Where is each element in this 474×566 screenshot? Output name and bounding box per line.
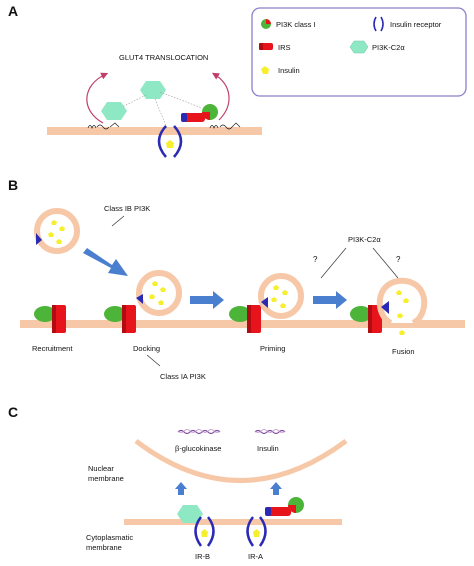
legend: PI3K class I Insulin receptor IRS PI3K-C… (251, 7, 467, 97)
priming-complex (229, 273, 304, 333)
free-vesicle (34, 208, 80, 254)
pi3k-c2a-left (101, 102, 127, 120)
membrane-b (20, 320, 465, 328)
arrow-docking-to-priming (190, 291, 224, 309)
pi3k-c2a-c (177, 505, 203, 523)
irs-pi3k-complex-c (265, 497, 304, 516)
up-arrow-left (175, 482, 187, 495)
step-fusion: Fusion (392, 347, 415, 356)
cyto-membrane-label-1: Cytoplasmatic (86, 533, 133, 542)
ir-a-label: IR-A (248, 552, 263, 561)
panel-label-b: B (8, 177, 18, 193)
irs-pi3k-complex-a (181, 104, 218, 122)
legend-pi3k-class-i: PI3K class I (276, 20, 316, 29)
legend-pi3k-c2a: PI3K-C2α (372, 43, 405, 52)
pi3k-c2a-label-b: PI3K-C2α (348, 235, 381, 244)
nuclear-membrane-label-2: membrane (88, 474, 124, 483)
insulin-icon (261, 66, 269, 74)
class-ib-label: Class IB PI3K (104, 204, 150, 213)
nuclear-membrane-label-1: Nuclear (88, 464, 114, 473)
pi3k-c2a-icon (349, 40, 369, 54)
arrow-diagonal (83, 248, 128, 276)
class-ia-label: Class IA PI3K (160, 372, 206, 381)
step-priming: Priming (260, 344, 285, 353)
step-recruitment: Recruitment (32, 344, 73, 353)
membrane-a (47, 127, 262, 135)
insulin-gene-label: Insulin (257, 444, 279, 453)
panel-label-c: C (8, 404, 18, 420)
pi3k-c2a-top (140, 81, 166, 99)
ir-a-receptor (246, 516, 267, 547)
ir-b-receptor (194, 516, 215, 547)
irs-icon (259, 43, 273, 50)
question-right: ? (396, 255, 401, 264)
glut4-title: GLUT4 TRANSLOCATION (119, 53, 208, 62)
curved-arrow-right (211, 72, 230, 121)
nuclear-membrane (134, 438, 348, 483)
panel-label-a: A (8, 3, 18, 19)
fusion-complex (350, 277, 428, 335)
insulin-receptor-icon (373, 16, 384, 32)
b-glucokinase-label: β-glucokinase (175, 444, 221, 453)
recruitment-complex (34, 305, 66, 333)
insulin-receptor-a (157, 125, 183, 158)
question-left: ? (313, 255, 318, 264)
ir-b-label: IR-B (195, 552, 210, 561)
arrow-priming-to-fusion (313, 291, 347, 309)
step-docking: Docking (133, 344, 160, 353)
curved-arrow-left (86, 72, 109, 124)
dna-b-glucokinase (177, 429, 221, 435)
docking-complex (104, 270, 182, 333)
legend-insulin-receptor: Insulin receptor (390, 20, 442, 29)
cytoplasmatic-membrane (124, 519, 342, 525)
legend-irs: IRS (278, 43, 291, 52)
cyto-membrane-label-2: membrane (86, 543, 122, 552)
pi3k-class-i-icon (261, 19, 271, 29)
up-arrow-right (270, 482, 282, 495)
legend-insulin: Insulin (278, 66, 300, 75)
